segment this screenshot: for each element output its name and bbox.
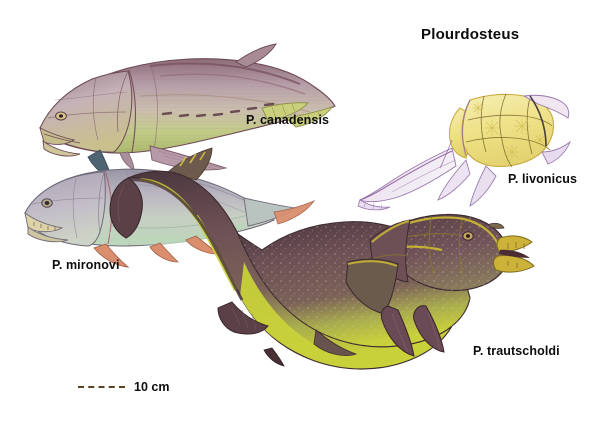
species-label-livonicus: P. livonicus xyxy=(508,172,578,186)
specimen-canadensis xyxy=(39,43,336,180)
scale-bar-line xyxy=(78,386,125,388)
species-label-mironovi: P. mironovi xyxy=(52,258,120,272)
scale-bar: 10 cm xyxy=(78,380,169,394)
scale-bar-label: 10 cm xyxy=(134,380,170,394)
genus-title: Plourdosteus xyxy=(421,26,520,43)
species-label-trautscholdi: P. trautscholdi xyxy=(473,344,560,358)
specimen-trautscholdi xyxy=(109,170,535,370)
species-label-canadensis: P. canadensis xyxy=(246,113,330,127)
specimen-livonicus xyxy=(357,93,571,211)
